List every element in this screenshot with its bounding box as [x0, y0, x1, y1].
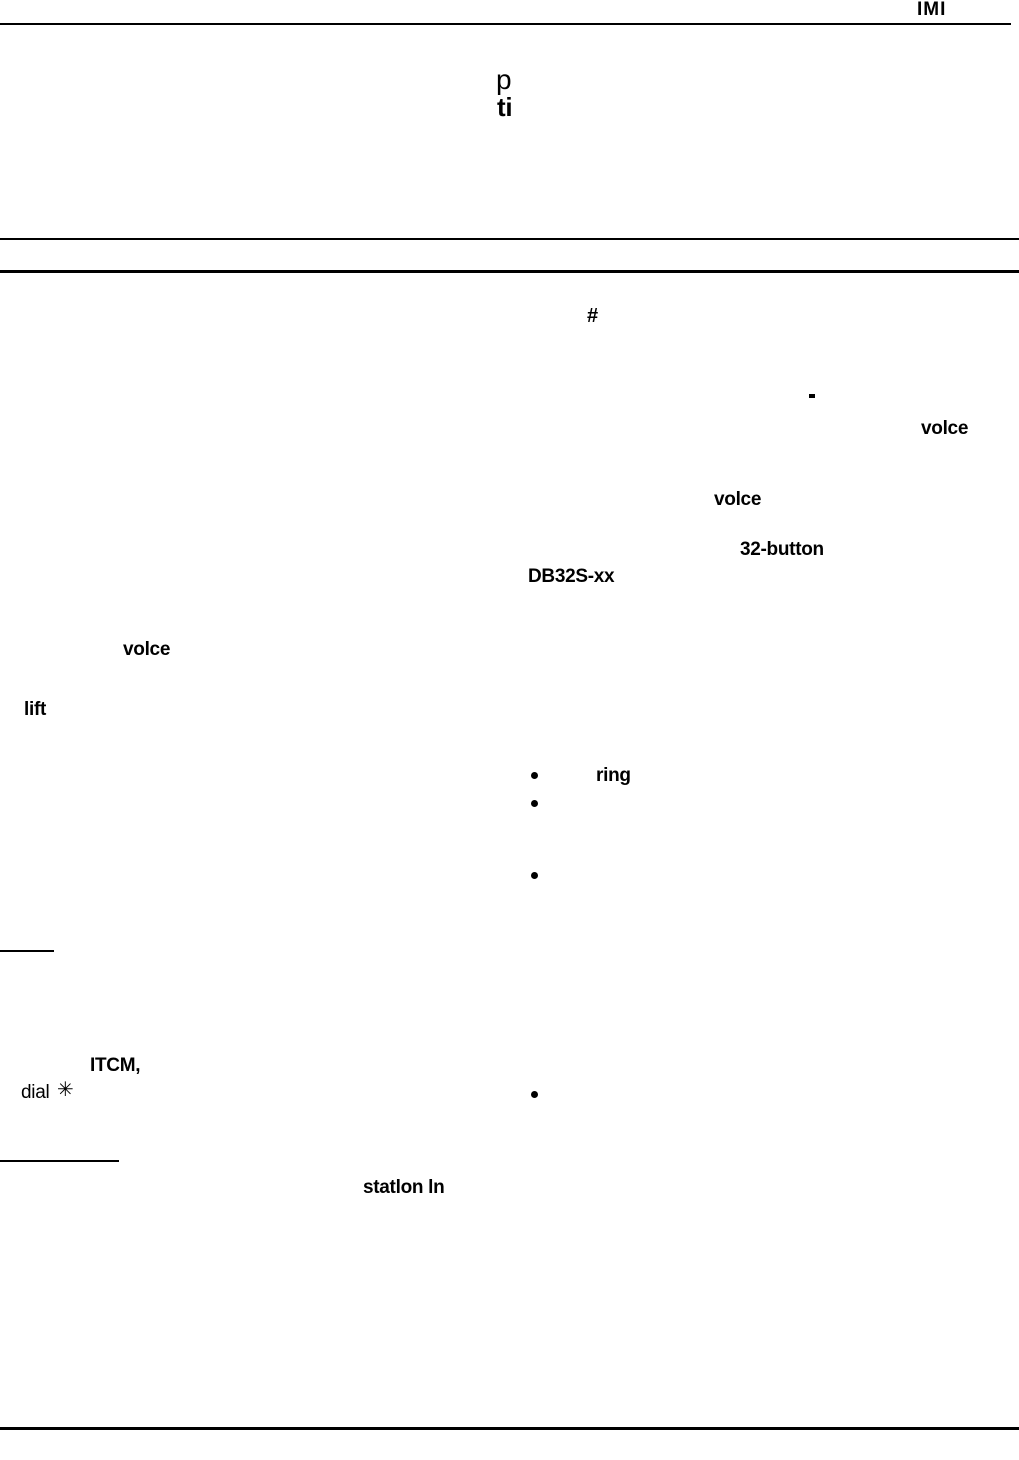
db32s-text: DB32S-xx — [528, 566, 615, 587]
dash-mark — [809, 394, 815, 398]
lift-word: lift — [24, 699, 47, 720]
bullet-ring — [531, 772, 538, 779]
section-rule-thick — [0, 270, 1019, 273]
footer-rule — [0, 1427, 1019, 1430]
heading-underline-1 — [0, 950, 54, 952]
center-glyph-top: p — [496, 64, 512, 95]
itcm-word: ITCM, — [90, 1055, 141, 1076]
corner-mark: IMI — [917, 0, 947, 20]
station-in-text: statlon ln — [363, 1177, 445, 1198]
heading-underline-2 — [0, 1160, 119, 1162]
button-32-text: 32-button — [740, 539, 824, 560]
dial-word: dial — [21, 1082, 50, 1103]
header-rule — [0, 23, 1011, 25]
ring-text: ring — [596, 765, 631, 786]
voice-word-right-2: volce — [714, 489, 762, 510]
voice-word-left: volce — [123, 639, 171, 660]
pound-symbol: # — [587, 305, 598, 327]
bullet-2 — [531, 800, 538, 807]
voice-word-right-1: volce — [921, 418, 969, 439]
bullet-3 — [531, 872, 538, 879]
bullet-4 — [531, 1091, 538, 1098]
asterisk-symbol: ✳ — [57, 1079, 74, 1101]
section-rule-thin — [0, 238, 1019, 240]
center-glyph-bottom: ti — [497, 92, 513, 122]
